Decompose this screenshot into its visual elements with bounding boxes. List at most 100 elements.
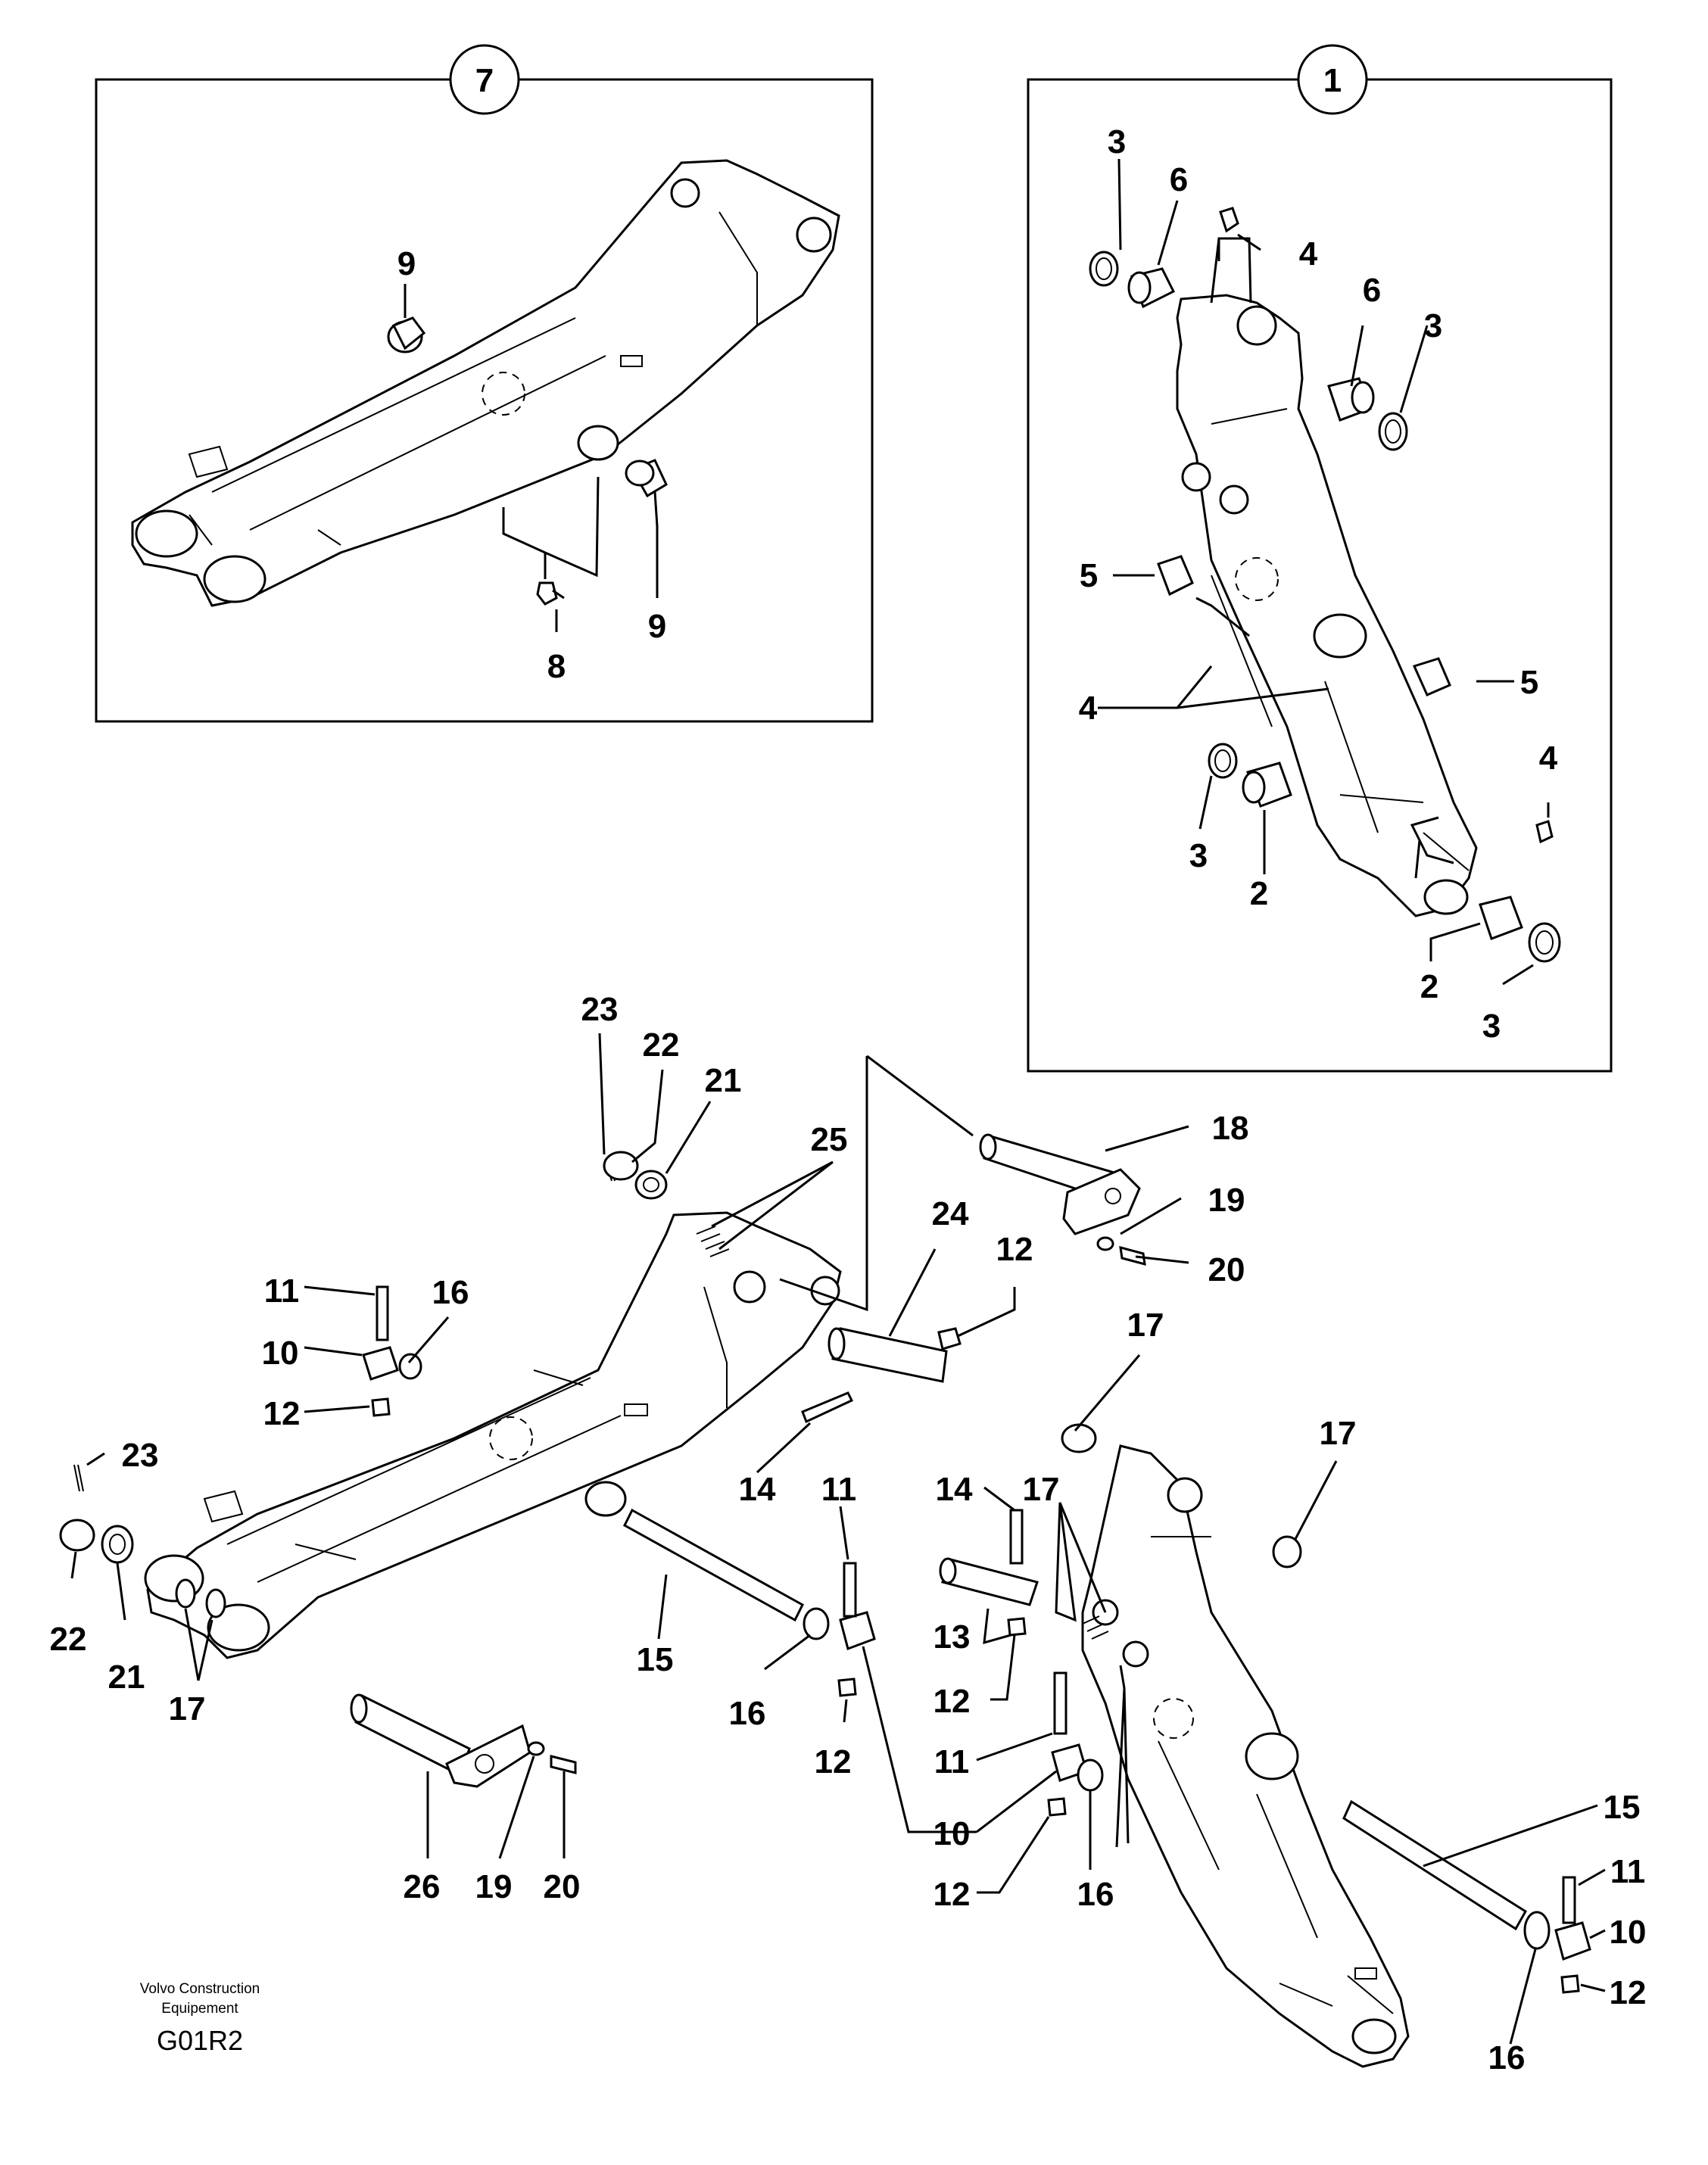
main-callout: 11 — [934, 1743, 970, 1780]
inset-1-grease-4-top — [1219, 207, 1239, 233]
bolt-14-center — [801, 1391, 854, 1424]
main-callout: 26 — [404, 1868, 441, 1905]
inset-1-callout: 5 — [1080, 557, 1098, 594]
shims-17-center — [1082, 1615, 1109, 1640]
nut-12-left — [371, 1397, 391, 1417]
washer-21-left — [101, 1525, 134, 1564]
inset-1-callout: 3 — [1108, 123, 1126, 160]
castle-nut-22-upper — [603, 1151, 639, 1181]
pin-13 — [939, 1557, 1039, 1606]
nut-12-upper — [937, 1327, 962, 1350]
inset-1-ring-3-top — [1089, 251, 1119, 287]
main-callout: 12 — [815, 1743, 852, 1780]
inset-1-bushing-2-bottom — [1479, 896, 1523, 940]
main-callout: 16 — [1077, 1876, 1114, 1913]
rings-17-left — [175, 1578, 226, 1618]
main-callout: 17 — [1023, 1471, 1060, 1508]
main-callout: 23 — [122, 1437, 159, 1474]
inset-1-ring-3-bottom — [1528, 922, 1561, 963]
main-callout: 16 — [432, 1274, 469, 1311]
inset-7-panel: 7 9 9 — [95, 44, 874, 723]
inset-1-bushing-5-left — [1157, 555, 1194, 597]
main-assembly: 23 22 21 25 18 24 12 19 20 11 16 10 12 1… — [50, 991, 1647, 2076]
inset-1-bushing-2-lower — [1242, 762, 1292, 808]
bushing-10-left — [362, 1346, 399, 1381]
dipper-arm-right — [1081, 1444, 1410, 2068]
cotter-pin-23-left — [73, 1464, 84, 1492]
inset-1-grease-4-right — [1535, 820, 1554, 844]
bolt-14-right — [1009, 1509, 1024, 1565]
figure-code: G01R2 — [157, 2025, 243, 2056]
main-callout: 11 — [821, 1471, 857, 1508]
inset-7-grease-nipple — [536, 581, 565, 606]
nut-12-center — [837, 1677, 857, 1697]
inset-7-callout: 9 — [397, 245, 416, 282]
main-callout: 14 — [739, 1471, 776, 1508]
inset-1-ring-3-lower — [1208, 743, 1238, 779]
main-callout: 20 — [1208, 1251, 1245, 1288]
inset-1-callout: 3 — [1482, 1008, 1501, 1045]
nut-12-right — [1047, 1797, 1067, 1817]
main-callout: 21 — [705, 1062, 742, 1099]
bolt-20-upper — [1119, 1245, 1146, 1266]
ring-17-top — [1061, 1423, 1097, 1453]
inset-1-bushing-5-right — [1412, 657, 1451, 696]
inset-1-callout: 3 — [1189, 837, 1208, 874]
inset-7-callout: 8 — [547, 648, 566, 685]
castle-nut-22-left — [59, 1519, 95, 1552]
inset-1-callout: 2 — [1420, 968, 1438, 1005]
inset-1-dipper-arm — [1176, 294, 1478, 917]
inset-1-callout: 6 — [1363, 272, 1381, 309]
main-callout: 20 — [544, 1868, 581, 1905]
inset-1-badge — [1297, 44, 1368, 115]
inset-7-callout: 9 — [648, 608, 666, 645]
ring-16-far-right — [1523, 1911, 1551, 1950]
pin-15-right — [1342, 1799, 1528, 1931]
main-callout: 11 — [264, 1273, 300, 1310]
ring-16-left — [398, 1353, 422, 1380]
main-callout: 24 — [932, 1195, 969, 1232]
inset-7-bushing-top — [387, 316, 426, 354]
main-callout: 11 — [1610, 1853, 1646, 1890]
bushing-10-center — [839, 1611, 876, 1650]
main-callout: 17 — [1320, 1415, 1357, 1452]
bolt-20-lower — [550, 1755, 577, 1774]
inset-1-panel: 1 — [1027, 44, 1613, 1073]
nut-12-pin13 — [1007, 1617, 1027, 1637]
shims-25 — [696, 1226, 730, 1257]
inset-1-callout: 2 — [1250, 875, 1268, 912]
main-callout: 14 — [936, 1471, 973, 1508]
main-callout: 10 — [1610, 1914, 1647, 1951]
main-callout: 12 — [933, 1876, 971, 1913]
company-name-line1: Volvo Construction — [140, 1981, 260, 1997]
main-callout: 10 — [262, 1335, 299, 1372]
bushing-10-far-right — [1554, 1921, 1591, 1961]
inset-1-callout: 4 — [1539, 740, 1558, 777]
washer-19-upper — [1096, 1236, 1114, 1251]
inset-7-boom — [131, 159, 840, 607]
main-boom — [144, 1211, 842, 1659]
pin-15-main — [623, 1508, 804, 1622]
inset-1-bushing-6-right — [1327, 377, 1375, 422]
inset-1-number: 1 — [1323, 62, 1342, 99]
ring-17-right — [1272, 1535, 1302, 1568]
bolt-11-right — [1053, 1671, 1068, 1735]
main-callout: 19 — [1208, 1182, 1245, 1219]
washer-21-upper — [634, 1170, 668, 1200]
main-callout: 12 — [263, 1395, 301, 1432]
pin-26 — [350, 1693, 531, 1788]
main-callout: 18 — [1212, 1110, 1249, 1147]
main-callout: 22 — [50, 1621, 87, 1658]
main-callout: 19 — [475, 1868, 513, 1905]
main-callout: 23 — [581, 991, 619, 1028]
main-callout: 12 — [996, 1231, 1033, 1268]
main-callout: 21 — [108, 1659, 145, 1696]
ring-16-right — [1077, 1758, 1104, 1792]
inset-1-bushing-6-top — [1127, 267, 1176, 309]
main-callout: 12 — [1610, 1974, 1647, 2011]
company-name-line2: Equipement — [161, 2001, 238, 2017]
main-callout: 17 — [169, 1690, 206, 1727]
bolt-11-far-right — [1562, 1876, 1576, 1924]
main-callout: 15 — [637, 1641, 674, 1678]
